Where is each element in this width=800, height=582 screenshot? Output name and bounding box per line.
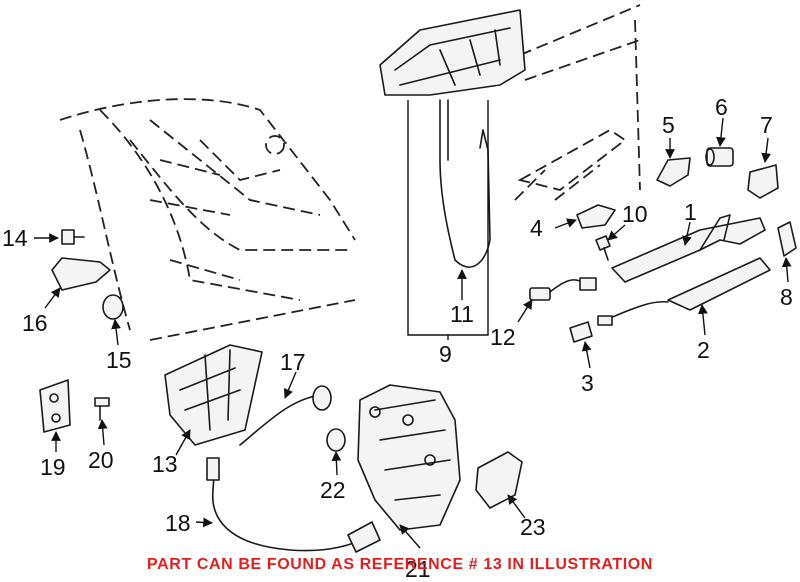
sensor-wire [529,277,597,301]
outer-handle-grip [699,214,731,251]
callout-12: 12 [490,324,516,350]
carrier-plate [357,384,461,531]
handle-seal [576,204,616,229]
callout-16: 16 [22,310,48,336]
plug-15 [102,294,124,320]
handle-carrier [597,257,771,326]
lock-cylinder [705,147,734,167]
gasket [656,157,691,187]
switch-23 [475,451,523,509]
callout-11: 11 [450,301,474,327]
callout-21: 21 [405,556,431,582]
release-cable-18 [206,457,381,553]
connector [569,321,593,343]
callout-17: 17 [280,349,306,375]
door-outer-outline [514,4,641,201]
callout-3: 3 [581,370,594,396]
release-cable-17 [239,385,332,446]
callout-18: 18 [165,510,191,536]
reference-note: PART CAN BE FOUND AS REFERENCE # 13 IN I… [147,556,653,573]
callout-9: 9 [439,341,452,367]
callout-6: 6 [715,94,728,120]
callout-23: 23 [520,514,546,540]
leader-lines [34,100,792,549]
outer-handle [611,217,766,283]
callout-7: 7 [760,112,773,138]
grommet-22 [326,428,346,452]
door-panel-outline [59,98,356,341]
callout-20: 20 [88,447,114,473]
bracket [777,221,797,257]
callout-5: 5 [662,112,675,138]
callout-8: 8 [780,284,793,310]
callout-4: 4 [530,215,543,241]
callout-14: 14 [2,225,28,251]
bolt-14 [61,229,85,245]
callout-2: 2 [697,337,710,363]
handle-cap [747,164,779,199]
bolt-20 [94,397,110,421]
callout-1: 1 [684,199,697,225]
callout-10: 10 [622,201,648,227]
callout-19: 19 [40,454,66,480]
lock-actuator [164,344,263,446]
bracket-16 [51,257,111,291]
inner-handle-assembly [379,9,526,268]
callout-15: 15 [106,347,132,373]
callout-22: 22 [320,477,346,503]
callout-labels: 1 2 3 4 5 6 7 8 9 10 11 12 13 14 15 16 1… [2,94,793,582]
callout-13: 13 [152,451,178,477]
screw-10 [595,235,611,261]
striker-19 [39,379,71,433]
